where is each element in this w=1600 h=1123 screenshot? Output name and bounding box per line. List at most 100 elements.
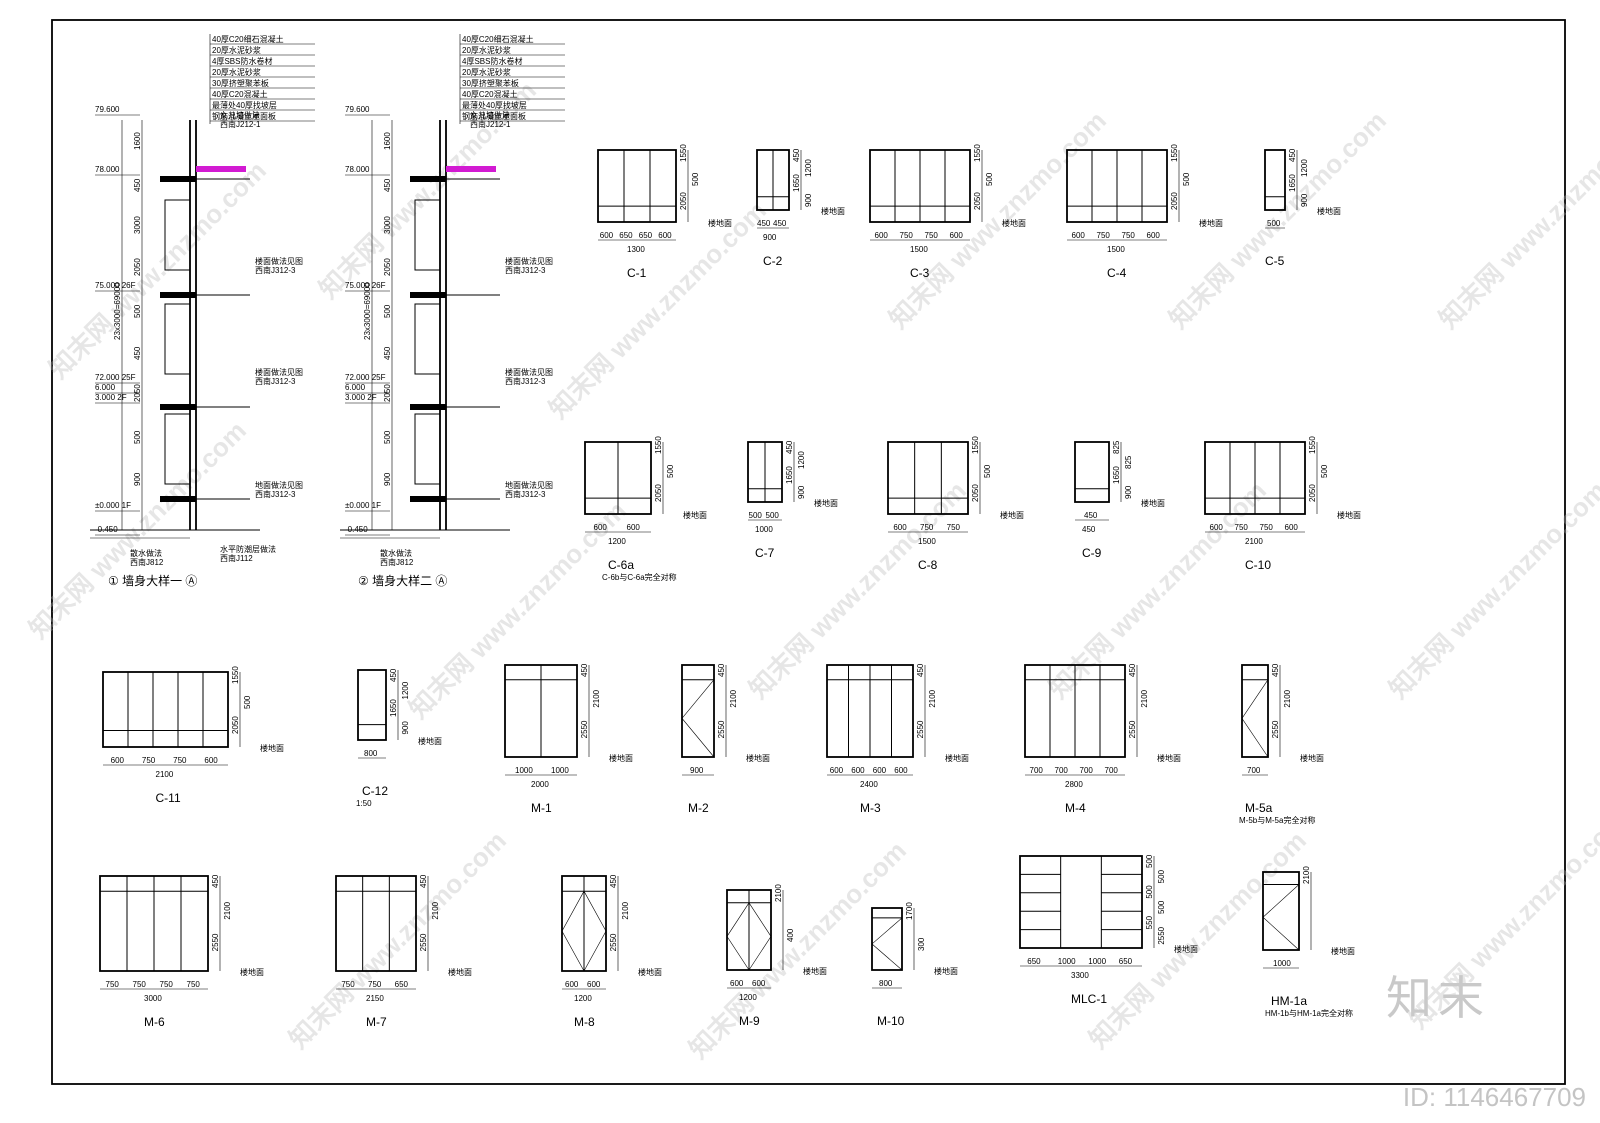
elevation-label: 78.000 <box>95 165 120 174</box>
unit-frame <box>1241 664 1269 758</box>
note-floor: 楼面做法见图 <box>505 367 553 377</box>
unit-height: 450 <box>916 663 925 677</box>
unit-dimension: 500 <box>766 511 780 520</box>
unit-height: 500 <box>985 172 994 186</box>
unit-height: 500 <box>983 464 992 478</box>
unit-code: C-3 <box>910 266 930 280</box>
unit-dimension: 450 <box>773 219 787 228</box>
elevation-label: 3.000 2F <box>95 393 127 402</box>
floor-slab <box>410 496 446 502</box>
floor-level-label: 楼地面 <box>260 743 284 753</box>
unit-height: 2100 <box>928 689 937 707</box>
unit-dimension: 600 <box>111 756 125 765</box>
unit-height: 2550 <box>419 933 428 951</box>
unit-dimension: 500 <box>749 511 763 520</box>
unit-height: 450 <box>580 663 589 677</box>
unit-frame <box>335 875 417 972</box>
unit-height: 2550 <box>580 720 589 738</box>
unit-dimension: 450 <box>1082 525 1096 534</box>
floor-level-label: 楼地面 <box>814 498 838 508</box>
spec-line: 40厚C20混凝土 <box>212 89 268 99</box>
unit-dimension: 500 <box>1267 219 1281 228</box>
spec-line: 钢筋混凝土屋面板 <box>212 111 276 121</box>
unit-height: 450 <box>389 668 398 682</box>
unit-height: 2100 <box>431 901 440 919</box>
unit-note: 1:50 <box>356 799 372 808</box>
unit-code: C-10 <box>1245 558 1271 572</box>
section-dimension: 450 <box>383 178 392 192</box>
section-dimension: 500 <box>383 430 392 444</box>
note-parapet-ref: 西南J212-1 <box>470 119 511 129</box>
unit-frame <box>1262 871 1300 951</box>
unit-height: 500 <box>1157 869 1166 883</box>
wall-sections: 40厚C20细石混凝土20厚水泥砂浆4厚SBS防水卷材20厚水泥砂浆30厚挤塑聚… <box>90 34 565 588</box>
elevation-label: ±0.000 1F <box>95 501 131 510</box>
unit-dimension: 700 <box>1105 766 1119 775</box>
note-floor: 楼面做法见图 <box>505 256 553 266</box>
spec-line: 40厚C20细石混凝土 <box>212 34 284 44</box>
unit-frame <box>871 907 903 971</box>
unit-height: 1550 <box>1308 436 1317 454</box>
unit-height: 1650 <box>785 466 794 484</box>
floor-level-label: 楼地面 <box>1141 498 1165 508</box>
unit-dimension: 3300 <box>1071 971 1089 980</box>
unit-height: 2100 <box>729 689 738 707</box>
unit-height: 2050 <box>1308 484 1317 502</box>
spec-line: 20厚水泥砂浆 <box>462 67 511 77</box>
unit-dimension: 600 <box>565 980 579 989</box>
floor-level-label: 楼地面 <box>1337 510 1361 520</box>
watermark-text: 知末网 www.znzmo.com <box>1433 105 1600 334</box>
spec-line: 最薄处40厚找坡层 <box>212 100 277 110</box>
unit-frame <box>597 149 677 223</box>
elevation-label: 75.000 26F <box>95 281 136 290</box>
unit-dimension: 750 <box>920 523 934 532</box>
unit-height: 450 <box>1288 148 1297 162</box>
elevation-label: -0.450 <box>345 525 368 534</box>
unit-dimension: 1000 <box>551 766 569 775</box>
note-floor: 地面做法见图 <box>255 480 303 490</box>
floor-slab <box>160 176 196 182</box>
roof-insulation <box>446 166 496 172</box>
unit-dimension: 600 <box>894 766 908 775</box>
unit-code: M-7 <box>366 1015 387 1029</box>
unit-height: 1550 <box>654 436 663 454</box>
unit-height: 500 <box>691 172 700 186</box>
unit-dimension: 1000 <box>1058 957 1076 966</box>
window-in-section <box>164 303 191 375</box>
unit-dimension: 750 <box>1260 523 1274 532</box>
unit-height: 1650 <box>792 174 801 192</box>
spec-line: 20厚水泥砂浆 <box>212 45 261 55</box>
unit-height: 2050 <box>1170 192 1179 210</box>
note-parapet: 女儿墙做法 <box>220 110 260 120</box>
section-span: 23x3000=69000 <box>363 282 372 340</box>
unit-height: 500 <box>1182 172 1191 186</box>
floor-level-label: 楼地面 <box>1174 944 1198 954</box>
window-in-section <box>414 303 441 375</box>
unit-code: C-5 <box>1265 254 1285 268</box>
unit-dimension: 650 <box>639 231 653 240</box>
unit-dimension: 1200 <box>608 537 626 546</box>
section-dimension: 2050 <box>383 384 392 402</box>
unit-dimension: 600 <box>594 523 608 532</box>
unit-dimension: 700 <box>1247 766 1261 775</box>
section-dimension: 1600 <box>383 132 392 150</box>
section-dimension: 900 <box>383 472 392 486</box>
unit-height: 1550 <box>971 436 980 454</box>
elevation-label: 79.600 <box>95 105 120 114</box>
elevation-label: 78.000 <box>345 165 370 174</box>
unit-code: C-7 <box>755 546 775 560</box>
unit-dimension: 600 <box>950 231 964 240</box>
unit-height: 2100 <box>1140 689 1149 707</box>
unit-dimension: 750 <box>160 980 174 989</box>
unit-dimension: 600 <box>1072 231 1086 240</box>
elevation-label: 72.000 25F <box>345 373 386 382</box>
spec-line: 30厚挤塑聚苯板 <box>462 78 519 88</box>
